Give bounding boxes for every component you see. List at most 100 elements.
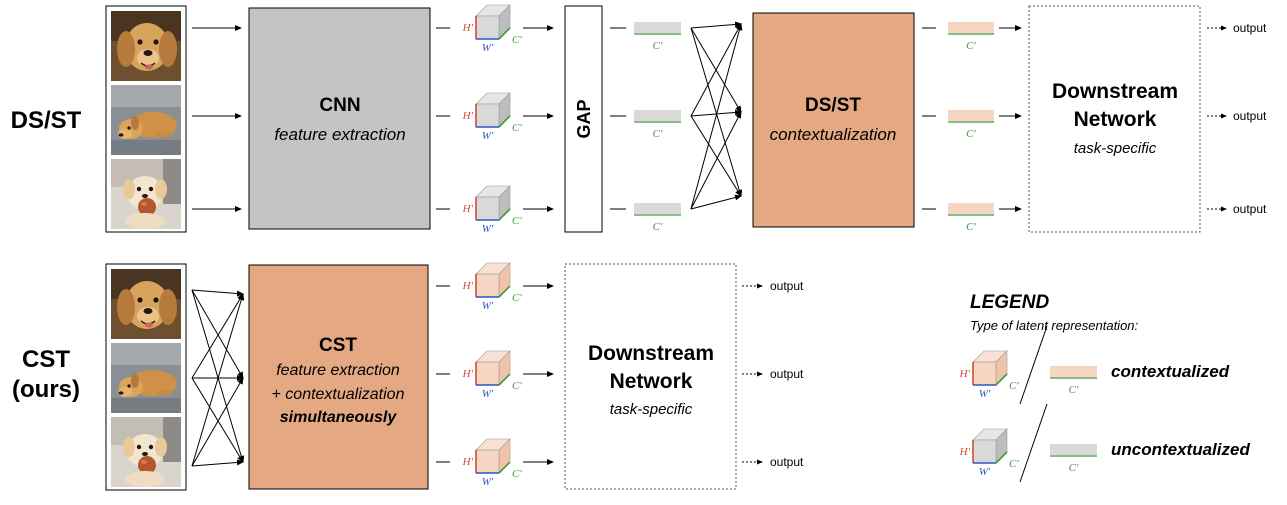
channel-dim-label: C′ xyxy=(653,40,663,52)
legend-vector-uncontextualized: C′ xyxy=(1050,444,1097,474)
cube-front-face xyxy=(475,273,500,298)
width-dim-label: W′ xyxy=(482,223,494,235)
uncontextualized-cube: H′ W′ C′ xyxy=(462,185,522,235)
downstream-subtitle: task-specific xyxy=(610,401,693,418)
channel-edge xyxy=(498,373,511,386)
cube-front-face xyxy=(475,196,500,221)
output-label: output xyxy=(770,279,804,293)
context-mixing-arrow xyxy=(690,27,743,197)
height-dim-label: H′ xyxy=(462,368,474,380)
input-mixing-arrow xyxy=(191,293,245,467)
width-dim-label: W′ xyxy=(979,388,991,400)
legend-divider xyxy=(1019,325,1048,405)
input-mixing-arrow xyxy=(191,289,245,463)
dog-photo xyxy=(111,343,181,413)
cst-subtitle-line2: + contextualization xyxy=(272,386,405,403)
cube-front-face xyxy=(475,15,500,40)
row-label-dsst: DS/ST xyxy=(11,107,82,134)
channel-edge xyxy=(498,285,511,298)
legend-title: LEGEND xyxy=(970,292,1049,313)
row-label-cst: CST xyxy=(22,346,70,373)
height-dim-label: H′ xyxy=(462,456,474,468)
context-mixing-arrow xyxy=(690,21,742,29)
output-label: output xyxy=(770,367,804,381)
height-dim-label: H′ xyxy=(462,22,474,34)
width-dim-label: W′ xyxy=(482,42,494,54)
context-mixing-arrow xyxy=(690,109,742,117)
vector-bar xyxy=(948,110,994,121)
input-mixing-arrow xyxy=(191,459,244,467)
dsst-title: DS/ST xyxy=(805,95,861,116)
dog-photo xyxy=(111,417,181,487)
vector-bar xyxy=(948,22,994,33)
output-label: output xyxy=(1233,109,1267,123)
channel-dim-label: C′ xyxy=(653,128,663,140)
height-dim-label: H′ xyxy=(462,203,474,215)
context-mixing-arrow xyxy=(690,115,742,197)
dog-photo xyxy=(111,159,181,229)
channel-dim-label: C′ xyxy=(966,40,976,52)
uncontextualized-cube: H′ W′ C′ xyxy=(462,92,522,142)
channel-dim-label: C′ xyxy=(512,468,522,480)
input-mixing-arrow xyxy=(191,289,244,297)
cube-front-face xyxy=(475,449,500,474)
height-dim-label: H′ xyxy=(462,280,474,292)
contextualized-vector: C′ xyxy=(948,203,994,233)
width-dim-label: W′ xyxy=(482,300,494,312)
channel-dim-label: C′ xyxy=(1069,384,1079,396)
gap-block xyxy=(564,5,603,233)
legend-label-contextualized: contextualized xyxy=(1111,362,1230,381)
legend-label-uncontextualized: uncontextualized xyxy=(1111,440,1250,459)
channel-dim-label: C′ xyxy=(512,122,522,134)
vector-bar xyxy=(1050,366,1097,377)
uncontextualized-vector: C′ xyxy=(634,203,681,233)
input-mixing-arrow xyxy=(191,289,244,379)
channel-dim-label: C′ xyxy=(512,215,522,227)
input-mixing-arrow xyxy=(191,377,244,467)
channel-dim-label: C′ xyxy=(1009,458,1019,470)
width-dim-label: W′ xyxy=(482,130,494,142)
cnn-subtitle: feature extraction xyxy=(274,125,405,144)
downstream-title-line1: Downstream xyxy=(588,342,714,365)
dsst-block xyxy=(752,12,915,228)
contextualized-cube: H′ W′ C′ xyxy=(462,438,522,488)
cube-front-face xyxy=(972,361,997,386)
uncontextualized-cube: H′ W′ C′ xyxy=(462,4,522,54)
vector-bar xyxy=(1050,444,1097,455)
dog-photo xyxy=(111,11,181,81)
channel-edge xyxy=(995,373,1008,386)
channel-dim-label: C′ xyxy=(966,128,976,140)
legend-vector-contextualized: C′ xyxy=(1050,366,1097,396)
channel-dim-label: C′ xyxy=(966,221,976,233)
contextualized-vector: C′ xyxy=(948,22,994,52)
channel-dim-label: C′ xyxy=(1009,380,1019,392)
channel-edge xyxy=(498,115,511,128)
channel-edge xyxy=(498,461,511,474)
height-dim-label: H′ xyxy=(959,368,971,380)
gap-label: GAP xyxy=(574,99,594,138)
legend-subtitle: Type of latent representation: xyxy=(970,318,1139,333)
cst-block xyxy=(248,264,429,490)
width-dim-label: W′ xyxy=(482,476,494,488)
height-dim-label: H′ xyxy=(959,446,971,458)
cube-front-face xyxy=(475,103,500,128)
dog-photo xyxy=(111,269,181,339)
contextualized-vector: C′ xyxy=(948,110,994,140)
dsst-subtitle: contextualization xyxy=(770,125,897,144)
cst-title: CST xyxy=(319,335,357,356)
height-dim-label: H′ xyxy=(462,110,474,122)
width-dim-label: W′ xyxy=(979,466,991,478)
width-dim-label: W′ xyxy=(482,388,494,400)
channel-dim-label: C′ xyxy=(512,34,522,46)
cnn-title: CNN xyxy=(319,95,360,116)
downstream-title-line2: Network xyxy=(610,370,693,393)
input-images-row1 xyxy=(105,5,187,233)
cnn-block xyxy=(248,7,431,230)
downstream-title-line2: Network xyxy=(1074,108,1157,131)
cube-front-face xyxy=(475,361,500,386)
channel-edge xyxy=(498,27,511,40)
channel-edge xyxy=(995,451,1008,464)
legend-cube-contextualized: H′ W′ C′ xyxy=(959,350,1019,400)
channel-dim-label: C′ xyxy=(1069,462,1079,474)
legend-divider xyxy=(1019,403,1048,483)
